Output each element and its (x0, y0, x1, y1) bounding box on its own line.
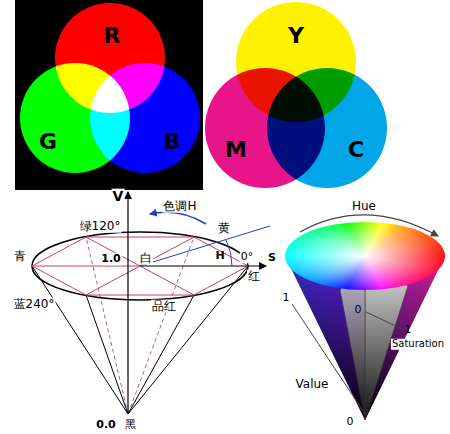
magenta-circle: M (205, 68, 325, 188)
blue-circle: B (90, 63, 200, 173)
circle-letter: B (164, 131, 181, 153)
axis-label: Saturation (391, 339, 445, 350)
hue-color-disc (285, 222, 445, 290)
circle-letter: M (225, 139, 247, 161)
hue-angle-label: 绿120° (79, 220, 122, 233)
cmy-subtractive-figure (205, 0, 395, 192)
circle-letter: Y (288, 25, 304, 47)
color-label: 黑 (124, 419, 137, 431)
hsv-color-cone-figure (285, 215, 445, 420)
axis-label: S (267, 252, 277, 264)
axis-label: Value (295, 378, 330, 391)
color-label: 黄 (217, 222, 231, 235)
angle-label: H (215, 250, 224, 262)
hue-angle-label: 蓝240° (13, 298, 56, 311)
scale-number: 0 (355, 304, 362, 316)
hue-label: 色调H (162, 200, 197, 213)
color-label: 品红 (151, 300, 177, 313)
axis-label: V (112, 189, 125, 204)
scale-number: 1 (405, 324, 412, 336)
circle-letter: R (104, 25, 121, 47)
circle-letter: C (348, 139, 364, 161)
yellow-circle: Y (236, 2, 356, 122)
axis-label: Hue (351, 200, 377, 213)
color-label: 白 (139, 252, 153, 265)
cyan-circle: C (267, 68, 387, 188)
circle-letter: G (39, 131, 57, 153)
green-circle: G (20, 63, 130, 173)
angle-label: 0° (240, 251, 255, 263)
scale-number: 1 (282, 292, 291, 304)
scale-number: 0 (346, 416, 355, 428)
hsv-hexcone-line-figure (32, 192, 270, 414)
color-label: 青 (13, 250, 27, 263)
value-number: 1.0 (100, 253, 122, 265)
red-circle: R (55, 3, 165, 113)
rgb-additive-figure (15, 0, 203, 190)
color-label: 红 (247, 270, 261, 283)
value-number: 0.0 (95, 419, 117, 431)
